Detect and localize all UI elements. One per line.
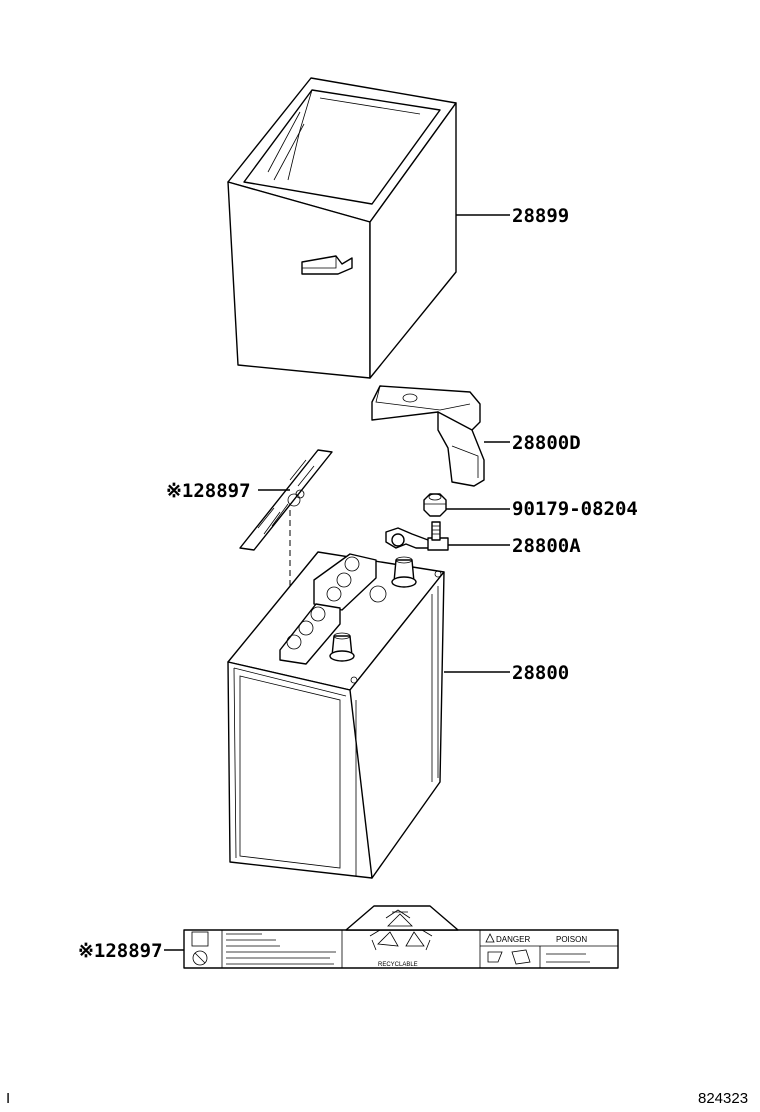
poison-text: POISON [556,935,587,944]
battery-terminals [329,556,417,662]
danger-text: DANGER [496,935,530,944]
part-number-cover: 28800D [512,432,581,454]
part-number-bolt: 90179-08204 [512,498,638,520]
corner-mark: I [6,1090,10,1107]
bolt-nut [423,493,447,517]
recyclable-text: RECYCLABLE [378,962,418,968]
battery [227,551,445,879]
vent-caps [286,556,360,650]
terminal-cover [371,385,485,487]
warning-text-lines [226,933,336,965]
battery-tray [227,77,457,379]
part-number-label-lower: ※128897 [78,940,163,962]
label-sticker-upper [239,449,333,551]
hazard-icons [487,949,531,965]
diagram-number: 824323 [698,1090,748,1107]
part-number-label-upper: ※128897 [166,480,251,502]
recycle-icon [345,905,459,951]
part-number-battery: 28800 [512,662,569,684]
terminal-clamp [385,521,449,551]
part-number-clamp: 28800A [512,535,581,557]
label-sticker-lower: RECYCLABLE DANGER POISON [183,905,619,969]
part-number-tray: 28899 [512,205,569,227]
